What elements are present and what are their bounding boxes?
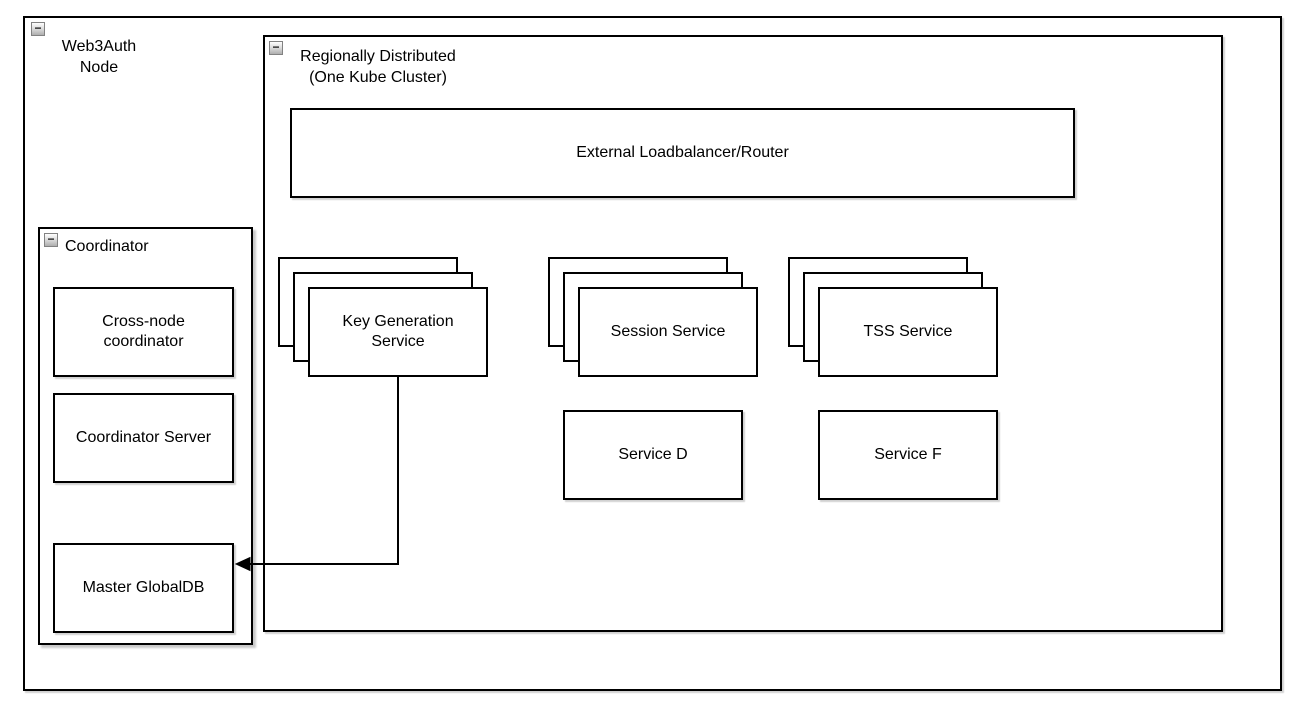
region-title-line1: Regionally Distributed (300, 48, 456, 65)
master-globaldb-label: Master GlobalDB (82, 579, 205, 596)
web3auth-node-title-line2: Node (79, 59, 119, 76)
web3auth-node-title: Web3Auth Node (25, 36, 173, 78)
collapse-minus-icon[interactable]: − (269, 41, 283, 55)
web3auth-node-container[interactable]: − Web3Auth Node − Regionally Distributed… (23, 16, 1282, 691)
region-title-line2: (One Kube Cluster) (309, 69, 447, 86)
key-generation-service-stack: Key Generation Service (278, 257, 490, 379)
session-service-label: Session Service (610, 323, 726, 340)
coordinator-title: Coordinator (65, 238, 149, 255)
service-f-box[interactable]: Service F (818, 410, 998, 500)
coordinator-container[interactable]: − Coordinator Cross-node coordinator Coo… (38, 227, 253, 645)
web3auth-node-title-line1: Web3Auth (61, 38, 137, 55)
service-f-label: Service F (874, 446, 942, 463)
key-generation-service-label-line1: Key Generation (342, 313, 454, 330)
region-title: Regionally Distributed (One Kube Cluster… (293, 46, 463, 88)
session-service-box[interactable]: Session Service (578, 287, 758, 377)
tss-service-box[interactable]: TSS Service (818, 287, 998, 377)
coordinator-server-label: Coordinator Server (75, 429, 212, 446)
coordinator-server-box[interactable]: Coordinator Server (53, 393, 234, 483)
key-generation-service-label-line2: Service (371, 333, 425, 350)
loadbalancer-label: External Loadbalancer/Router (576, 144, 789, 161)
collapse-minus-icon[interactable]: − (44, 233, 58, 247)
cross-node-coordinator-box[interactable]: Cross-node coordinator (53, 287, 234, 377)
session-service-stack: Session Service (548, 257, 760, 379)
cross-node-coordinator-label-line1: Cross-node (102, 313, 185, 330)
tss-service-stack: TSS Service (788, 257, 1000, 379)
key-generation-service-box[interactable]: Key Generation Service (308, 287, 488, 377)
service-d-label: Service D (618, 446, 688, 463)
master-globaldb-box[interactable]: Master GlobalDB (53, 543, 234, 633)
loadbalancer-box[interactable]: External Loadbalancer/Router (290, 108, 1075, 198)
service-d-box[interactable]: Service D (563, 410, 743, 500)
collapse-minus-icon[interactable]: − (31, 22, 45, 36)
tss-service-label: TSS Service (863, 323, 953, 340)
cross-node-coordinator-label-line2: coordinator (103, 333, 184, 350)
region-container[interactable]: − Regionally Distributed (One Kube Clust… (263, 35, 1223, 632)
